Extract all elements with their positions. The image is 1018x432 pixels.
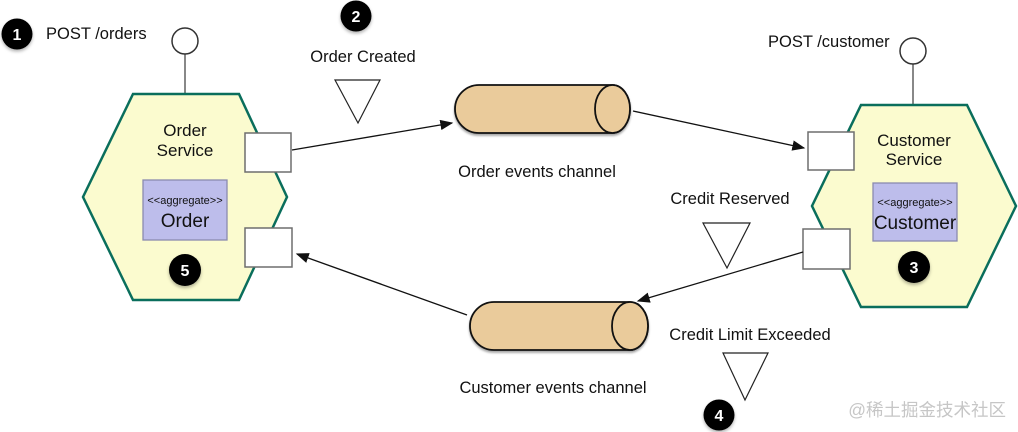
order-inbound-port	[244, 227, 293, 268]
credit-reserved-label: Credit Reserved	[670, 190, 789, 208]
order-aggregate-stereotype: <<aggregate>>	[147, 195, 222, 207]
step-2-badge: 2	[340, 0, 372, 32]
order-service-name-line2: Service	[157, 141, 214, 160]
customer-aggregate-stereotype: <<aggregate>>	[877, 197, 952, 209]
order-events-channel	[454, 84, 631, 134]
step-4-badge-number: 4	[715, 408, 724, 425]
post-orders-label: POST /orders	[46, 25, 147, 43]
step-5-badge-circle	[169, 254, 201, 286]
customer-events-channel-label: Customer events channel	[459, 379, 646, 397]
customer-service-name-line2: Service	[886, 150, 943, 169]
order-channel-cylinder-cap	[594, 84, 631, 134]
order-created-message-icon	[333, 79, 381, 125]
step-1-badge: 1	[1, 18, 33, 50]
order-service-name-line1: Order	[163, 121, 207, 140]
order-outbound-port	[244, 132, 292, 173]
step-5-badge: 5	[169, 254, 201, 286]
step-1-badge-circle	[1, 18, 33, 50]
watermark: @稀土掘金技术社区	[848, 400, 1006, 420]
arrow-order-channel-to-customer	[632, 110, 806, 151]
order-lollipop-interface-icon	[171, 27, 199, 55]
step-5-badge-number: 5	[181, 263, 190, 280]
customer-inbound-port	[807, 131, 855, 171]
arrow-customer-channel-to-order	[295, 253, 468, 316]
customer-service-name-line1: Customer	[877, 131, 951, 150]
customer-service: Customer Service <<aggregate>> Customer …	[802, 37, 1018, 309]
order-service: Order Service <<aggregate>> Order 5	[81, 27, 293, 302]
customer-aggregate-box	[872, 182, 958, 242]
step-2-badge-number: 2	[352, 9, 361, 26]
step-2-badge-circle	[340, 0, 372, 32]
customer-events-channel	[469, 301, 649, 351]
arrow-customer-to-customer-channel	[636, 251, 804, 303]
step-4-badge-circle	[703, 399, 735, 431]
step-1-badge-number: 1	[13, 27, 22, 44]
order-aggregate-box	[142, 179, 228, 241]
credit-reserved-message-icon	[702, 222, 751, 270]
step-3-badge: 3	[898, 251, 930, 283]
order-aggregate-name: Order	[161, 211, 210, 232]
customer-aggregate-name: Customer	[874, 213, 957, 234]
customer-channel-cylinder-cap	[611, 301, 649, 351]
credit-limit-exceeded-label: Credit Limit Exceeded	[669, 326, 830, 344]
step-3-badge-circle	[898, 251, 930, 283]
step-3-badge-number: 3	[910, 260, 919, 277]
step-4-badge: 4	[703, 399, 735, 431]
credit-limit-exceeded-message-icon	[722, 352, 769, 402]
order-created-label: Order Created	[310, 48, 415, 66]
post-customer-label: POST /customer	[768, 33, 890, 51]
arrow-order-to-order-channel	[291, 119, 454, 151]
order-events-channel-label: Order events channel	[458, 163, 616, 181]
customer-lollipop-interface-icon	[899, 37, 927, 65]
customer-outbound-port	[802, 228, 851, 270]
